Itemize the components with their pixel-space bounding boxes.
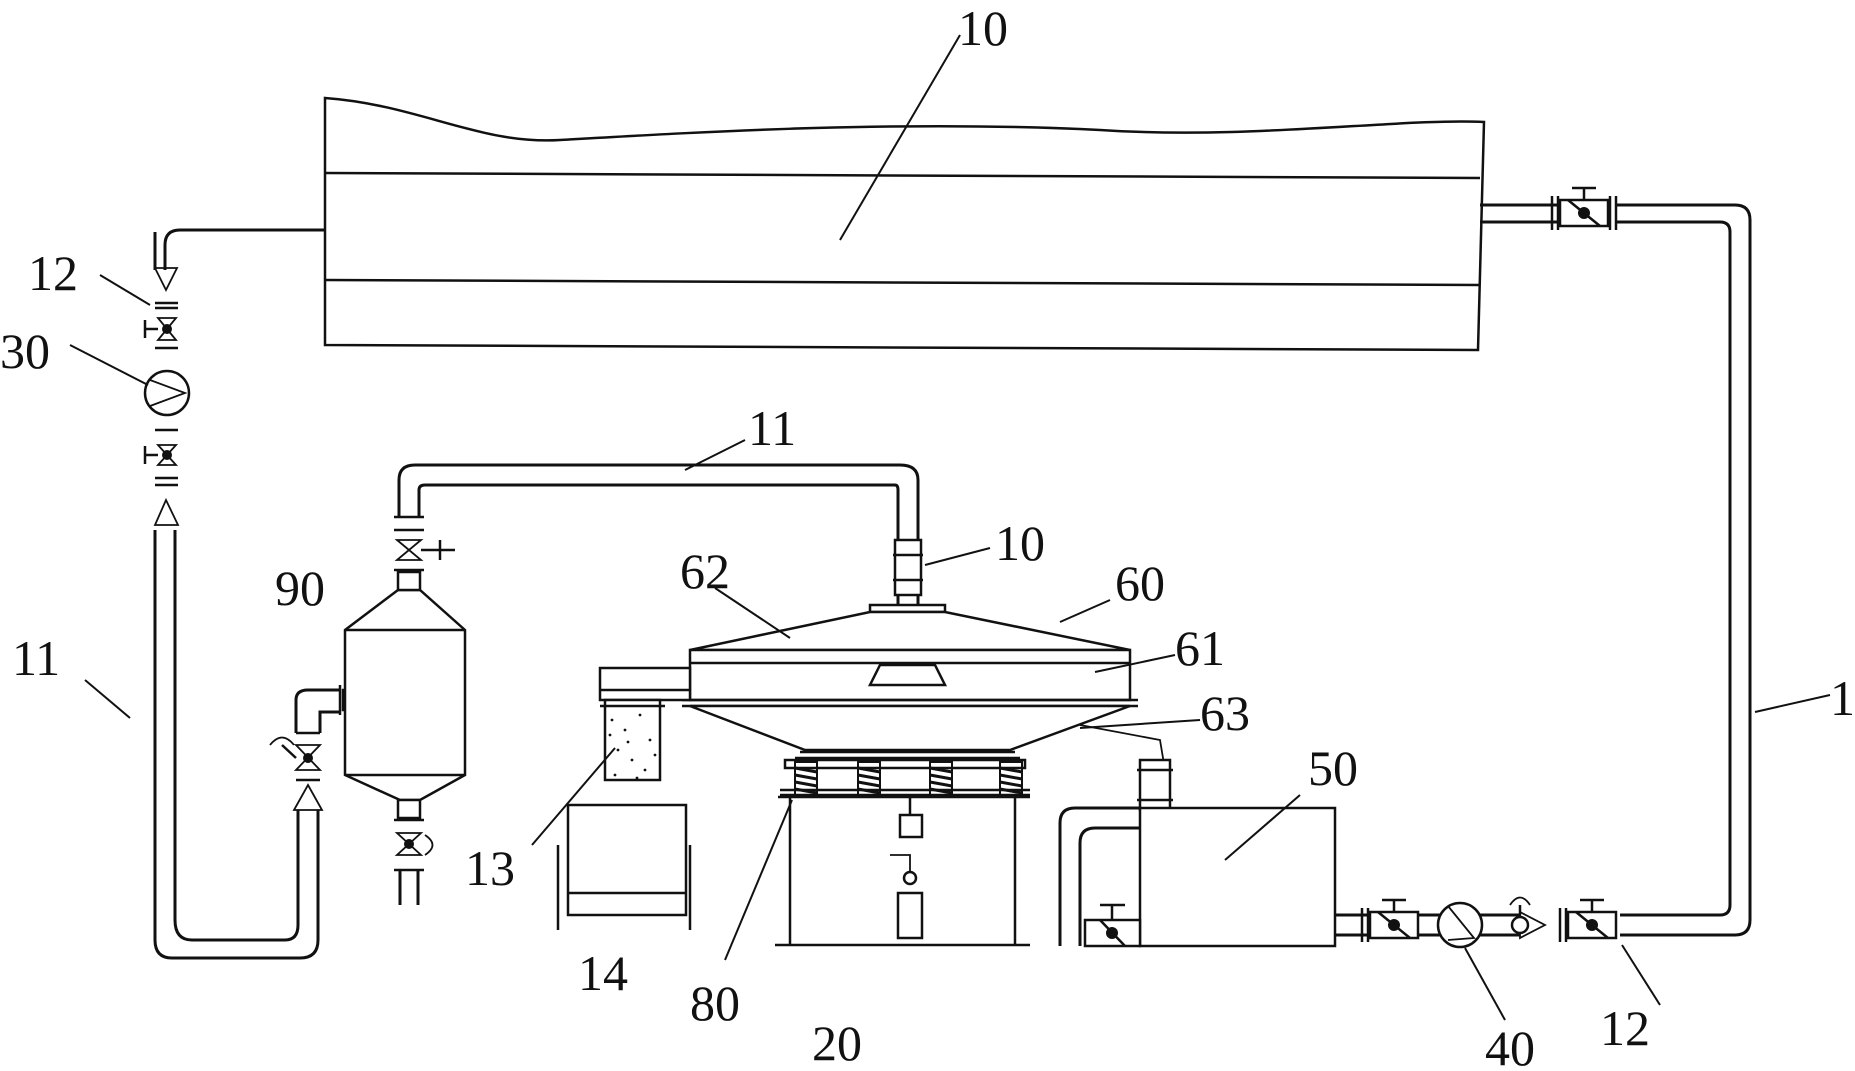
label-11-right: 11	[1830, 670, 1855, 726]
label-12-right: 12	[1600, 1000, 1650, 1056]
leader-lines	[69, 34, 1831, 1021]
label-60-sieve: 60	[1115, 555, 1165, 611]
label-40-pump: 40	[1485, 1020, 1535, 1071]
label-30-pump: 30	[0, 323, 50, 379]
label-90-separator: 90	[275, 560, 325, 616]
label-13-discharge: 13	[465, 840, 515, 896]
right-pipe-loop	[1335, 186, 1752, 949]
upper-pipe-11	[397, 463, 920, 540]
base-20	[775, 795, 1030, 947]
label-12-left: 12	[28, 245, 78, 301]
label-61-frame: 61	[1175, 620, 1225, 676]
tank-10	[323, 96, 1486, 352]
label-11-left: 11	[12, 630, 60, 686]
label-50-tank: 50	[1308, 740, 1358, 796]
label-10-riser: 10	[995, 515, 1045, 571]
label-80-springs: 80	[690, 975, 740, 1031]
separator-90	[343, 515, 467, 905]
collector-14	[556, 698, 692, 930]
label-20-base: 20	[812, 1015, 862, 1071]
tank-50	[1058, 806, 1337, 948]
vibrating-sieve-60	[598, 538, 1173, 812]
label-11-upper: 11	[748, 400, 796, 456]
label-14-collector: 14	[578, 945, 628, 1001]
label-62-cover: 62	[680, 543, 730, 599]
label-63-lower: 63	[1200, 685, 1250, 741]
springs-80	[780, 758, 1030, 797]
label-10-tank: 10	[958, 0, 1008, 56]
